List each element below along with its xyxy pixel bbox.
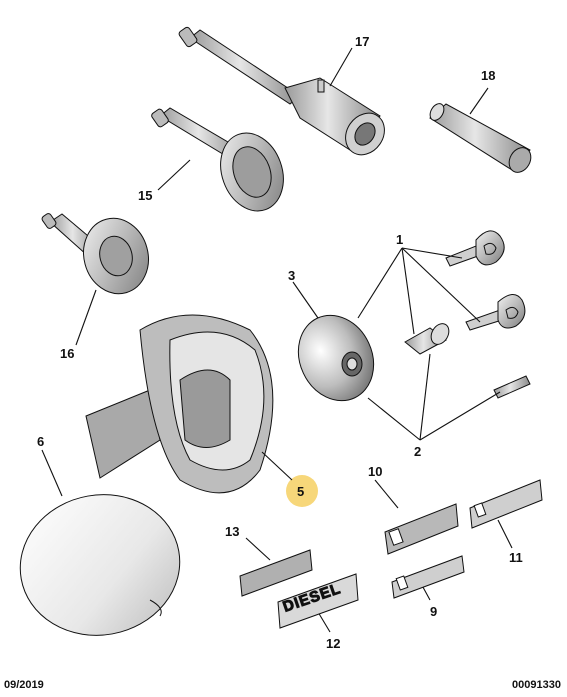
callout-1: 1 <box>396 232 403 247</box>
part-1-key-upper <box>445 230 505 267</box>
part-5-filler-housing <box>85 314 274 494</box>
callout-10: 10 <box>368 464 382 479</box>
label-12-diesel: DIESEL <box>277 573 359 629</box>
part-17-shaft <box>178 26 385 156</box>
label-11 <box>469 479 543 529</box>
callout-6: 6 <box>37 434 44 449</box>
part-1-lock-barrel <box>404 323 450 355</box>
callout-18: 18 <box>481 68 495 83</box>
callout-13: 13 <box>225 524 239 539</box>
label-9 <box>391 555 465 599</box>
part-3-fuel-cap <box>297 314 375 402</box>
part-6-fuel-flap <box>19 494 181 636</box>
part-1-key-lower <box>465 294 526 331</box>
callout-11: 11 <box>509 550 523 565</box>
callout-9: 9 <box>430 604 437 619</box>
label-13 <box>239 549 313 597</box>
callout-5: 5 <box>297 484 304 499</box>
footer-date: 09/2019 <box>4 679 44 691</box>
callout-15: 15 <box>138 188 152 203</box>
label-10 <box>384 503 459 555</box>
part-16-cup <box>41 213 149 295</box>
callout-3: 3 <box>288 268 295 283</box>
callout-17: 17 <box>355 34 369 49</box>
leader-lines <box>41 47 513 633</box>
callout-16: 16 <box>60 346 74 361</box>
footer-reference: 00091330 <box>512 679 561 691</box>
callout-12: 12 <box>326 636 340 651</box>
part-18-connector <box>429 103 532 173</box>
part-15-shaft-wheel <box>151 107 284 212</box>
callout-5-highlight <box>286 475 318 507</box>
part-2-lock-pin <box>493 375 531 399</box>
callout-2: 2 <box>414 444 421 459</box>
